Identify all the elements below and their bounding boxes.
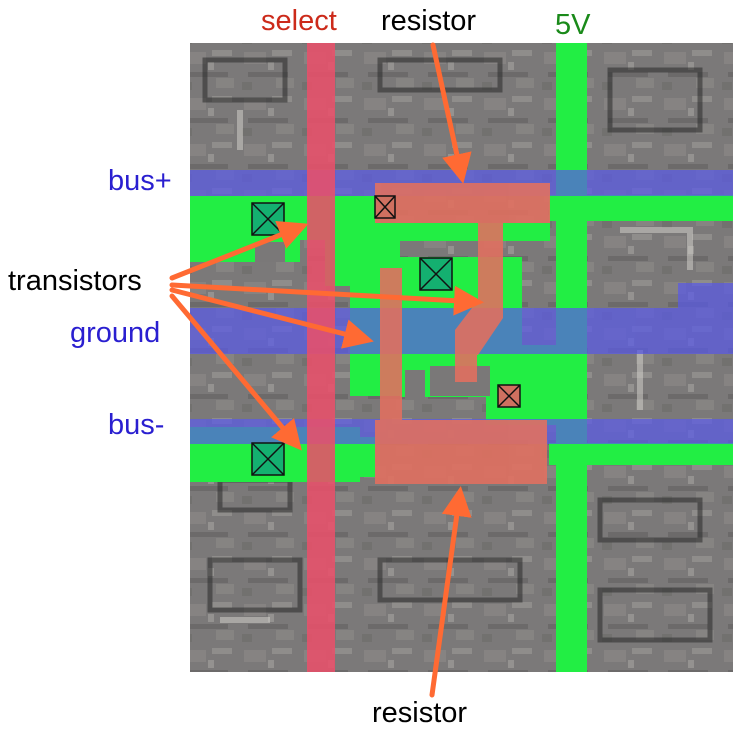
arrows [169, 42, 484, 698]
arrow-transistor-1 [169, 220, 309, 281]
five-v-lower-branch [549, 443, 733, 465]
resistor-bottom-body [375, 420, 547, 484]
arrow-resistor-top [430, 42, 472, 184]
poly-layer [375, 183, 550, 484]
resistor-top-body [375, 183, 550, 223]
arrow-transistor-3 [169, 287, 374, 349]
five-v-upper-branch [549, 195, 733, 221]
bus-plus-label: bus+ [108, 165, 172, 197]
select-poly-line [307, 43, 335, 672]
select-label: select [261, 5, 337, 37]
resistor-top-label: resistor [381, 5, 477, 37]
resistor-bottom-label: resistor [372, 697, 468, 729]
five-v-label: 5V [555, 9, 591, 41]
contact-upper-left [251, 202, 285, 236]
arrow-transistor-4 [169, 293, 302, 451]
contact-upper-small [374, 195, 396, 219]
contact-center [419, 257, 453, 291]
transistors-label: transistors [8, 265, 142, 297]
arrow-resistor-bottom [429, 486, 472, 698]
five-v-vertical-rail [556, 43, 587, 672]
bus-minus-label: bus- [108, 409, 165, 441]
ground-label: ground [70, 317, 161, 349]
contact-lower-left [251, 442, 285, 476]
contact-lower-small [497, 384, 521, 408]
arrow-transistor-2 [169, 282, 484, 316]
